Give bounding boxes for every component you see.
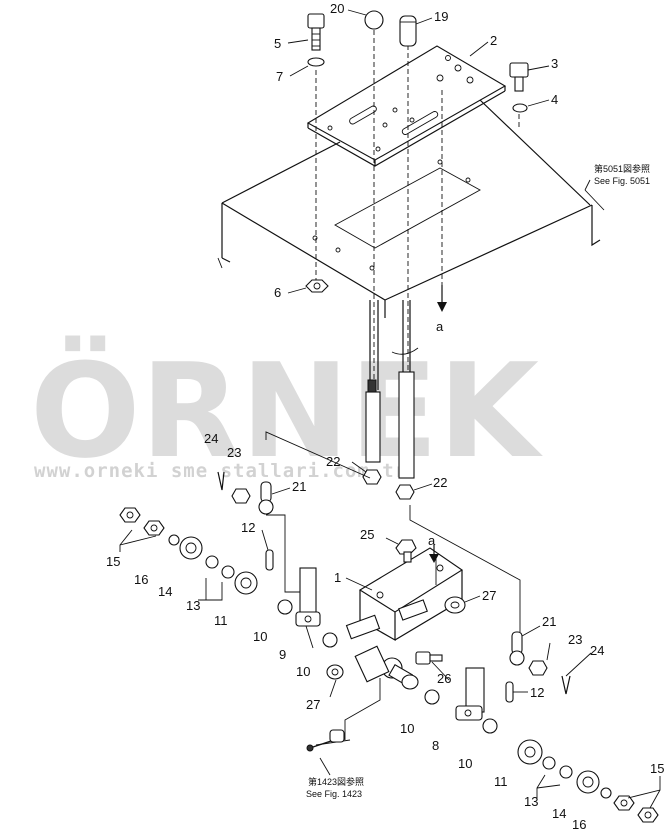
- bushing-27-left: [326, 664, 344, 680]
- label-14-right: 14: [552, 806, 566, 821]
- washer-4: [512, 103, 528, 113]
- boot-outline: [391, 347, 419, 355]
- label-10-d: 10: [458, 756, 472, 771]
- washer-10-a: [277, 599, 293, 615]
- link-9: [295, 567, 321, 627]
- watermark-brand: ÖRNEK: [30, 335, 543, 487]
- label-brackets: [119, 529, 661, 809]
- label-10-b: 10: [296, 664, 310, 679]
- reference-top-right: 第5051図参照 See Fig. 5051: [594, 163, 650, 186]
- label-6: 6: [274, 285, 281, 300]
- label-23-left: 23: [227, 445, 241, 460]
- arrow-a-upper-label: a: [436, 319, 444, 334]
- label-9: 9: [279, 647, 286, 662]
- washer-10-c: [424, 689, 440, 705]
- knob-20: [364, 10, 384, 30]
- rod-end-21-right: [509, 631, 525, 666]
- washer-7: [307, 57, 325, 67]
- ref-bottom-jp: 第1423図参照: [308, 776, 364, 787]
- nut-22-right: [395, 484, 415, 500]
- upper-plate: [306, 45, 507, 167]
- bolt-5: [307, 13, 325, 51]
- lever-left: [365, 300, 381, 463]
- label-20: 20: [330, 1, 344, 16]
- label-10-a: 10: [253, 629, 267, 644]
- label-24-left: 24: [204, 431, 218, 446]
- label-12-right: 12: [530, 685, 544, 700]
- part-labels: 5 7 20 19 2 3 4 6 22 22 24 23 21 12 25 1…: [106, 1, 664, 831]
- label-21-left: 21: [292, 479, 306, 494]
- pin-24-left: [217, 471, 225, 491]
- label-11-left: 11: [214, 613, 228, 628]
- label-4: 4: [551, 92, 558, 107]
- label-15-left: 15: [106, 554, 120, 569]
- label-2: 2: [490, 33, 497, 48]
- leader-lines: [261, 9, 605, 698]
- bolt-3: [509, 62, 529, 92]
- label-21-right: 21: [542, 614, 556, 629]
- label-12-left: 12: [241, 520, 255, 535]
- label-27-left: 27: [306, 697, 320, 712]
- label-23-right: 23: [568, 632, 582, 647]
- label-14-left: 14: [158, 584, 172, 599]
- label-13-left: 13: [186, 598, 200, 613]
- label-15-right: 15: [650, 761, 664, 776]
- ref-top-en: See Fig. 5051: [594, 176, 650, 186]
- washer-10-b: [322, 632, 338, 648]
- rod-end-21-left: [258, 481, 274, 515]
- nut-6: [305, 279, 329, 293]
- label-27-right: 27: [482, 588, 496, 603]
- label-10-c: 10: [400, 721, 414, 736]
- shaft-center: [354, 645, 419, 690]
- stack-left: [119, 507, 258, 595]
- assembly-lines-top: [315, 30, 520, 420]
- washer-10-d: [482, 718, 498, 734]
- label-1: 1: [334, 570, 341, 585]
- label-3: 3: [551, 56, 558, 71]
- floor-box: [217, 99, 601, 318]
- label-19: 19: [434, 9, 448, 24]
- nut-23-right: [528, 660, 548, 676]
- label-16-left: 16: [134, 572, 148, 587]
- label-5: 5: [274, 36, 281, 51]
- lever-right: [398, 300, 415, 479]
- label-22-left: 22: [326, 454, 340, 469]
- ref-top-jp: 第5051図参照: [594, 163, 650, 174]
- arrow-a-lower-label: a: [428, 533, 436, 548]
- bolt-26: [415, 651, 443, 665]
- label-26: 26: [437, 671, 451, 686]
- arrow-a-lower: a: [428, 533, 439, 563]
- stack-right: [517, 739, 659, 823]
- label-13-right: 13: [524, 794, 538, 809]
- label-22-right: 22: [433, 475, 447, 490]
- pin-24-right: [561, 675, 571, 695]
- arrow-a-upper: a: [436, 285, 447, 334]
- bushing-27-right: [444, 596, 466, 614]
- knob-19: [399, 15, 417, 47]
- link-8: [455, 667, 485, 721]
- label-11-right: 11: [494, 774, 508, 789]
- label-16-right: 16: [572, 817, 586, 831]
- label-25: 25: [360, 527, 374, 542]
- pin-12-right: [505, 681, 514, 703]
- ref-bottom-en: See Fig. 1423: [306, 789, 362, 799]
- bolt-25: [395, 539, 417, 563]
- nut-22-left: [362, 469, 382, 485]
- watermark: ÖRNEK www.orneki sme stallari.com.tr: [30, 335, 543, 487]
- nut-23-left: [231, 488, 251, 504]
- pin-12-left: [265, 549, 274, 571]
- watermark-url: www.orneki sme stallari.com.tr: [34, 460, 407, 482]
- label-8: 8: [432, 738, 439, 753]
- cable-end: [306, 729, 345, 752]
- reference-bottom: 第1423図参照 See Fig. 1423: [306, 757, 364, 799]
- label-7: 7: [276, 69, 283, 84]
- label-24-right: 24: [590, 643, 604, 658]
